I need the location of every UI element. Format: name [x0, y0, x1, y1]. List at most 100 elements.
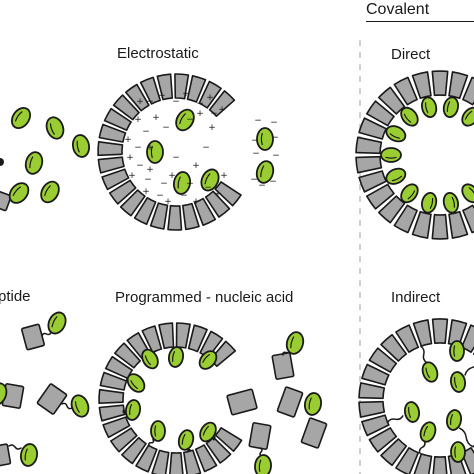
cargo-highlight: [177, 176, 181, 189]
minus-charge: −: [272, 151, 280, 161]
tethered-cargo: [442, 96, 459, 119]
minus-charge: −: [254, 116, 262, 126]
dna-cargo: [199, 421, 217, 443]
plus-charge: +: [218, 105, 226, 115]
cargo-highlight: [144, 355, 151, 366]
peptide-cargo: [0, 382, 8, 406]
cargo-highlight: [260, 165, 265, 178]
electrostatic-shell-segment: [119, 189, 146, 217]
electrostatic-shell-segment: [193, 197, 217, 226]
cargo-highlight: [446, 101, 451, 113]
cargo-body: [442, 191, 459, 214]
cargo-body: [403, 401, 421, 423]
cargo-highlight: [308, 397, 312, 410]
minus-charge: −: [204, 183, 212, 193]
plus-charge: +: [124, 135, 132, 145]
plus-charge: +: [158, 91, 166, 101]
indirect-shell-segment: [361, 363, 390, 386]
electrostatic-shell-segment: [112, 94, 140, 121]
dna-cargo: [141, 348, 159, 370]
cargo-highlight: [407, 190, 416, 200]
cargo-body: [172, 171, 192, 195]
minus-charge: −: [271, 133, 279, 143]
dna-cargo: [150, 420, 166, 442]
minus-charge: −: [172, 97, 180, 107]
peptide-capsid-segment: [20, 323, 46, 351]
cargo-body: [461, 183, 474, 204]
cargo-body: [450, 441, 466, 463]
indirect-shell-segment: [358, 400, 386, 418]
cargo-highlight: [258, 459, 262, 472]
peptide-capsid-segment: [36, 383, 68, 415]
indirect-shell-segment: [358, 382, 386, 400]
tethered-cargo: [421, 191, 438, 214]
plus-charge: +: [126, 153, 134, 163]
direct-shell-segment: [411, 71, 432, 100]
plus-charge: +: [168, 171, 176, 181]
indirect-linker: [464, 366, 474, 376]
direct-shell-segment: [358, 170, 387, 193]
electrostatic-shell-segment: [97, 141, 124, 157]
indirect-cargo: [445, 409, 463, 431]
free-charged-cargo: [255, 160, 275, 184]
plus-charge: +: [128, 171, 136, 181]
cargo-body: [0, 382, 8, 406]
cargo-highlight: [450, 414, 454, 426]
tethered-cargo: [461, 106, 474, 127]
cargo-body: [254, 454, 272, 474]
minus-charge: −: [172, 153, 180, 163]
cargo-highlight: [424, 102, 429, 114]
plus-charge: +: [146, 143, 154, 153]
cargo-proteins: [0, 96, 474, 474]
cargo-highlight: [391, 175, 403, 182]
cargo-body: [400, 106, 419, 127]
minus-charge: −: [134, 143, 142, 153]
cargo-highlight: [468, 187, 474, 197]
dna-cargo: [303, 392, 323, 416]
electrostatic-shell-segment: [156, 73, 174, 101]
charge-signs: ++++++++++++++++++++++−−−−−−−−−−−−−−−−−−…: [124, 89, 280, 207]
indirect-cargo: [449, 340, 465, 362]
cargo-highlight: [74, 401, 80, 413]
cargo-highlight: [150, 145, 153, 159]
plus-charge: +: [182, 89, 190, 99]
direct-shell-segment: [366, 183, 395, 210]
tethered-cargo: [385, 125, 407, 143]
indirect-shell-segment: [380, 438, 408, 467]
electrostatic-shell-segment: [174, 73, 190, 100]
cargo-body: [124, 399, 142, 421]
minus-charge: −: [269, 177, 277, 187]
minus-charge: −: [146, 97, 154, 107]
minus-charge: −: [162, 123, 170, 133]
tethered-cargo: [461, 183, 474, 204]
indirect-cargo: [449, 371, 467, 393]
tethered-cargo: [385, 167, 407, 185]
minus-charge: −: [252, 149, 260, 159]
tethered-cargo: [400, 183, 419, 204]
programmed-shell-segment: [169, 452, 184, 474]
peptide-label: ptide: [0, 288, 31, 305]
cargo-body: [11, 106, 31, 130]
indirect-linker: [420, 345, 428, 364]
partial-particle: [0, 158, 4, 166]
cargo-highlight: [129, 404, 133, 416]
electrostatic-shell-segment: [149, 202, 169, 230]
cargo-protein: [11, 106, 31, 130]
dna-linker: [186, 448, 191, 453]
indirect-label: Indirect: [391, 289, 441, 306]
cargo-highlight: [425, 367, 431, 379]
electrostatic-shell-segment: [208, 90, 236, 117]
minus-charge: −: [136, 161, 144, 171]
peptide-cargo: [19, 443, 39, 467]
electrostatic-shell-segment: [108, 179, 137, 205]
direct-shell-segment: [378, 86, 406, 115]
minus-charge: −: [156, 191, 164, 201]
direct-shell-segment: [355, 155, 383, 174]
cargo-highlight: [24, 448, 28, 461]
indirect-shell-segment: [368, 347, 398, 373]
indirect-linker: [386, 415, 404, 424]
cargo-body: [255, 160, 275, 184]
cargo-highlight: [403, 113, 412, 123]
indirect-cargo: [450, 441, 466, 463]
charged-cargo: [175, 108, 195, 132]
